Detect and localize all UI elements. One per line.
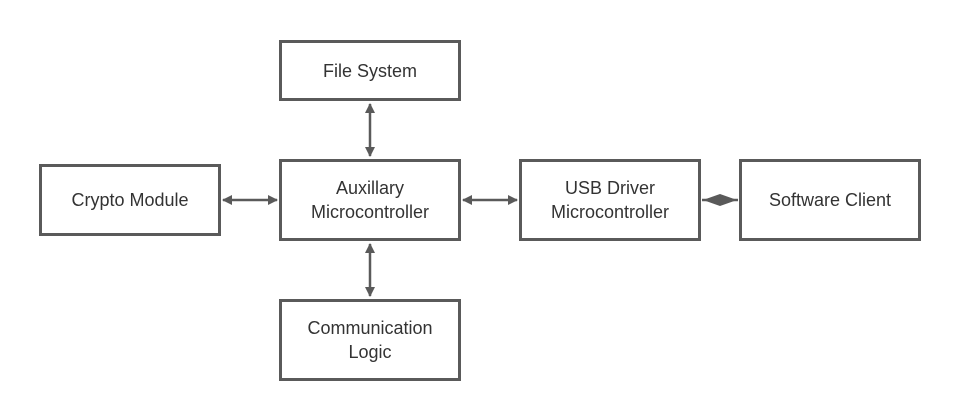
node-label: Software Client: [768, 190, 892, 210]
node-software-client: Software Client: [739, 159, 921, 241]
node-communication-logic: Communication Logic: [279, 299, 461, 381]
node-file-system: File System: [279, 40, 461, 101]
node-label: File System: [322, 60, 418, 81]
node-label: USB Driver Microcontroller: [550, 178, 670, 222]
node-label: Auxillary Microcontroller: [310, 178, 430, 222]
node-crypto-module: Crypto Module: [39, 164, 221, 236]
node-usb-driver-microcontroller: USB Driver Microcontroller: [519, 159, 701, 241]
node-label: Communication Logic: [307, 318, 433, 362]
node-label: Crypto Module: [71, 190, 189, 210]
diamond-connector: [703, 194, 737, 206]
node-auxillary-microcontroller: Auxillary Microcontroller: [279, 159, 461, 241]
